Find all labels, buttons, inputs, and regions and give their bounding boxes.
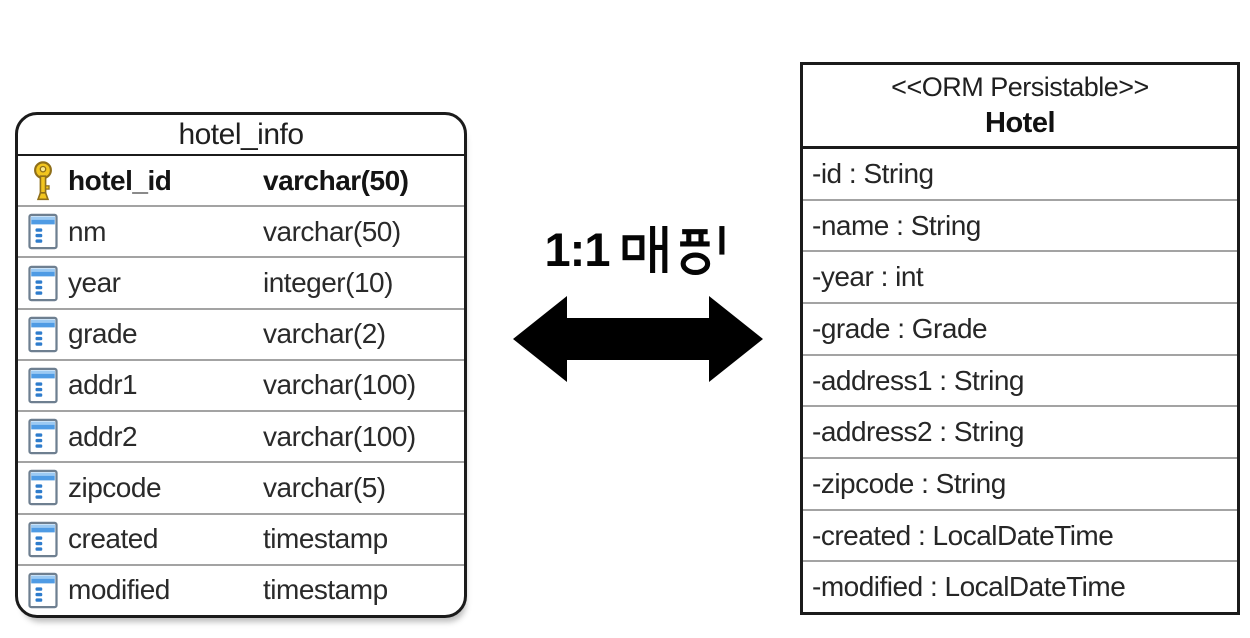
column-icon: [18, 367, 68, 404]
column-type: varchar(100): [263, 420, 416, 452]
column-name: zipcode: [68, 471, 162, 503]
table-row: year integer(10): [18, 256, 464, 307]
table-row: addr1 varchar(100): [18, 358, 464, 410]
uml-attribute: -address2 : String: [803, 405, 1237, 457]
uml-class-hotel: <<ORM Persistable>> Hotel -id : String -…: [800, 62, 1240, 615]
key-icon: [18, 159, 68, 203]
uml-attribute-list: -id : String -name : String -year : int …: [803, 149, 1237, 612]
uml-attribute: -id : String: [812, 157, 934, 189]
column-name: year: [68, 267, 121, 299]
column-type: varchar(50): [263, 164, 409, 196]
column-name: grade: [68, 318, 138, 350]
uml-stereotype: <<ORM Persistable>>: [891, 71, 1149, 102]
table-row: created timestamp: [18, 512, 464, 564]
column-name: modified: [68, 574, 170, 606]
column-type: varchar(50): [263, 215, 401, 247]
column-icon: [18, 469, 68, 506]
column-icon: [18, 521, 68, 558]
mapping-label: 1:1: [498, 221, 774, 277]
table-row: addr2 varchar(100): [18, 410, 464, 461]
column-type: varchar(2): [263, 318, 386, 350]
uml-attribute: -modified : LocalDateTime: [803, 560, 1237, 612]
uml-class-name: Hotel: [985, 106, 1056, 139]
table-row: modified timestamp: [18, 563, 464, 615]
column-icon: [18, 265, 68, 302]
column-icon: [18, 316, 68, 353]
uml-class-header: <<ORM Persistable>> Hotel: [803, 65, 1237, 149]
table-row: nm varchar(50): [18, 205, 464, 256]
uml-attribute: -address1 : String: [803, 353, 1237, 406]
column-name: hotel_id: [68, 164, 172, 196]
column-type: integer(10): [263, 267, 393, 299]
column-type: timestamp: [263, 523, 388, 555]
double-headed-arrow: [513, 296, 763, 382]
db-table-title: hotel_info: [18, 115, 464, 156]
column-name: created: [68, 523, 158, 555]
column-icon: [18, 418, 68, 455]
column-name: nm: [68, 215, 106, 247]
db-table-hotel-info: hotel_info hotel_id varchar(50): [15, 112, 467, 618]
uml-attribute: -grade : Grade: [803, 302, 1237, 354]
column-icon: [18, 572, 68, 609]
column-type: varchar(100): [263, 369, 416, 401]
korean-text-maeping: [622, 225, 725, 275]
uml-attribute: -zipcode : String: [803, 457, 1237, 509]
column-icon: [18, 213, 68, 250]
uml-attribute: -year : int: [803, 250, 1237, 302]
uml-attribute: -name : String: [803, 198, 1237, 251]
mapping-ratio-text: 1:1: [544, 222, 611, 276]
uml-attribute: -created : LocalDateTime: [803, 508, 1237, 561]
table-row: hotel_id varchar(50): [18, 156, 464, 205]
table-row: grade varchar(2): [18, 307, 464, 359]
column-type: varchar(5): [263, 471, 386, 503]
table-row: zipcode varchar(5): [18, 461, 464, 512]
column-type: timestamp: [263, 574, 388, 606]
column-name: addr1: [68, 369, 138, 401]
column-name: addr2: [68, 420, 138, 452]
db-table-rows: hotel_id varchar(50) nm varchar(50): [18, 156, 464, 615]
